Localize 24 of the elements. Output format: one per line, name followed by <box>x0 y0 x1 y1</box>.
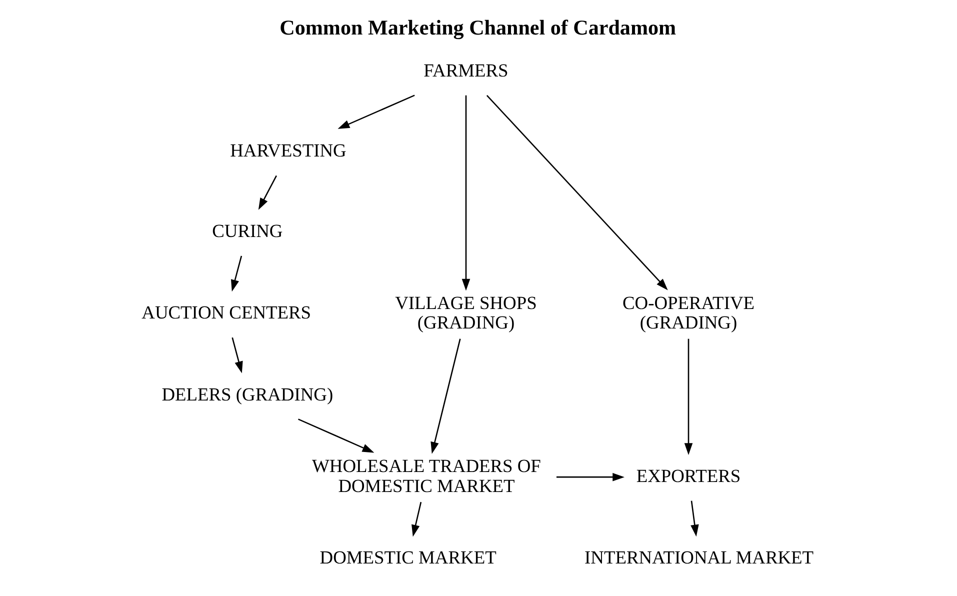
node-text: DOMESTIC MARKET <box>320 548 496 568</box>
node-text: HARVESTING <box>230 140 346 161</box>
node-text: VILLAGE SHOPS (GRADING) <box>395 292 537 333</box>
diagram-title: Common Marketing Channel of Cardamom <box>280 15 676 40</box>
arrow <box>690 500 699 537</box>
arrow <box>412 502 422 537</box>
arrow <box>230 256 242 292</box>
node-text: INTERNATIONAL MARKET <box>584 548 814 568</box>
node-text: EXPORTERS <box>636 466 741 486</box>
arrow <box>298 418 374 453</box>
node-text: FARMERS <box>424 60 508 80</box>
arrow <box>486 94 668 290</box>
arrow <box>430 338 461 454</box>
node-text: WHOLESALE TRADERS OF DOMESTIC MARKET <box>312 456 541 496</box>
arrow <box>462 95 470 291</box>
node-text: DELERS (GRADING) <box>162 384 334 404</box>
node-text: CURING <box>212 221 283 242</box>
arrow <box>338 94 415 129</box>
arrow <box>556 472 624 482</box>
arrow <box>232 337 243 374</box>
arrow <box>258 175 278 210</box>
arrow <box>684 338 693 455</box>
node-text: CO-OPERATIVE (GRADING) <box>622 292 755 333</box>
node-text: AUCTION CENTERS <box>142 302 312 323</box>
